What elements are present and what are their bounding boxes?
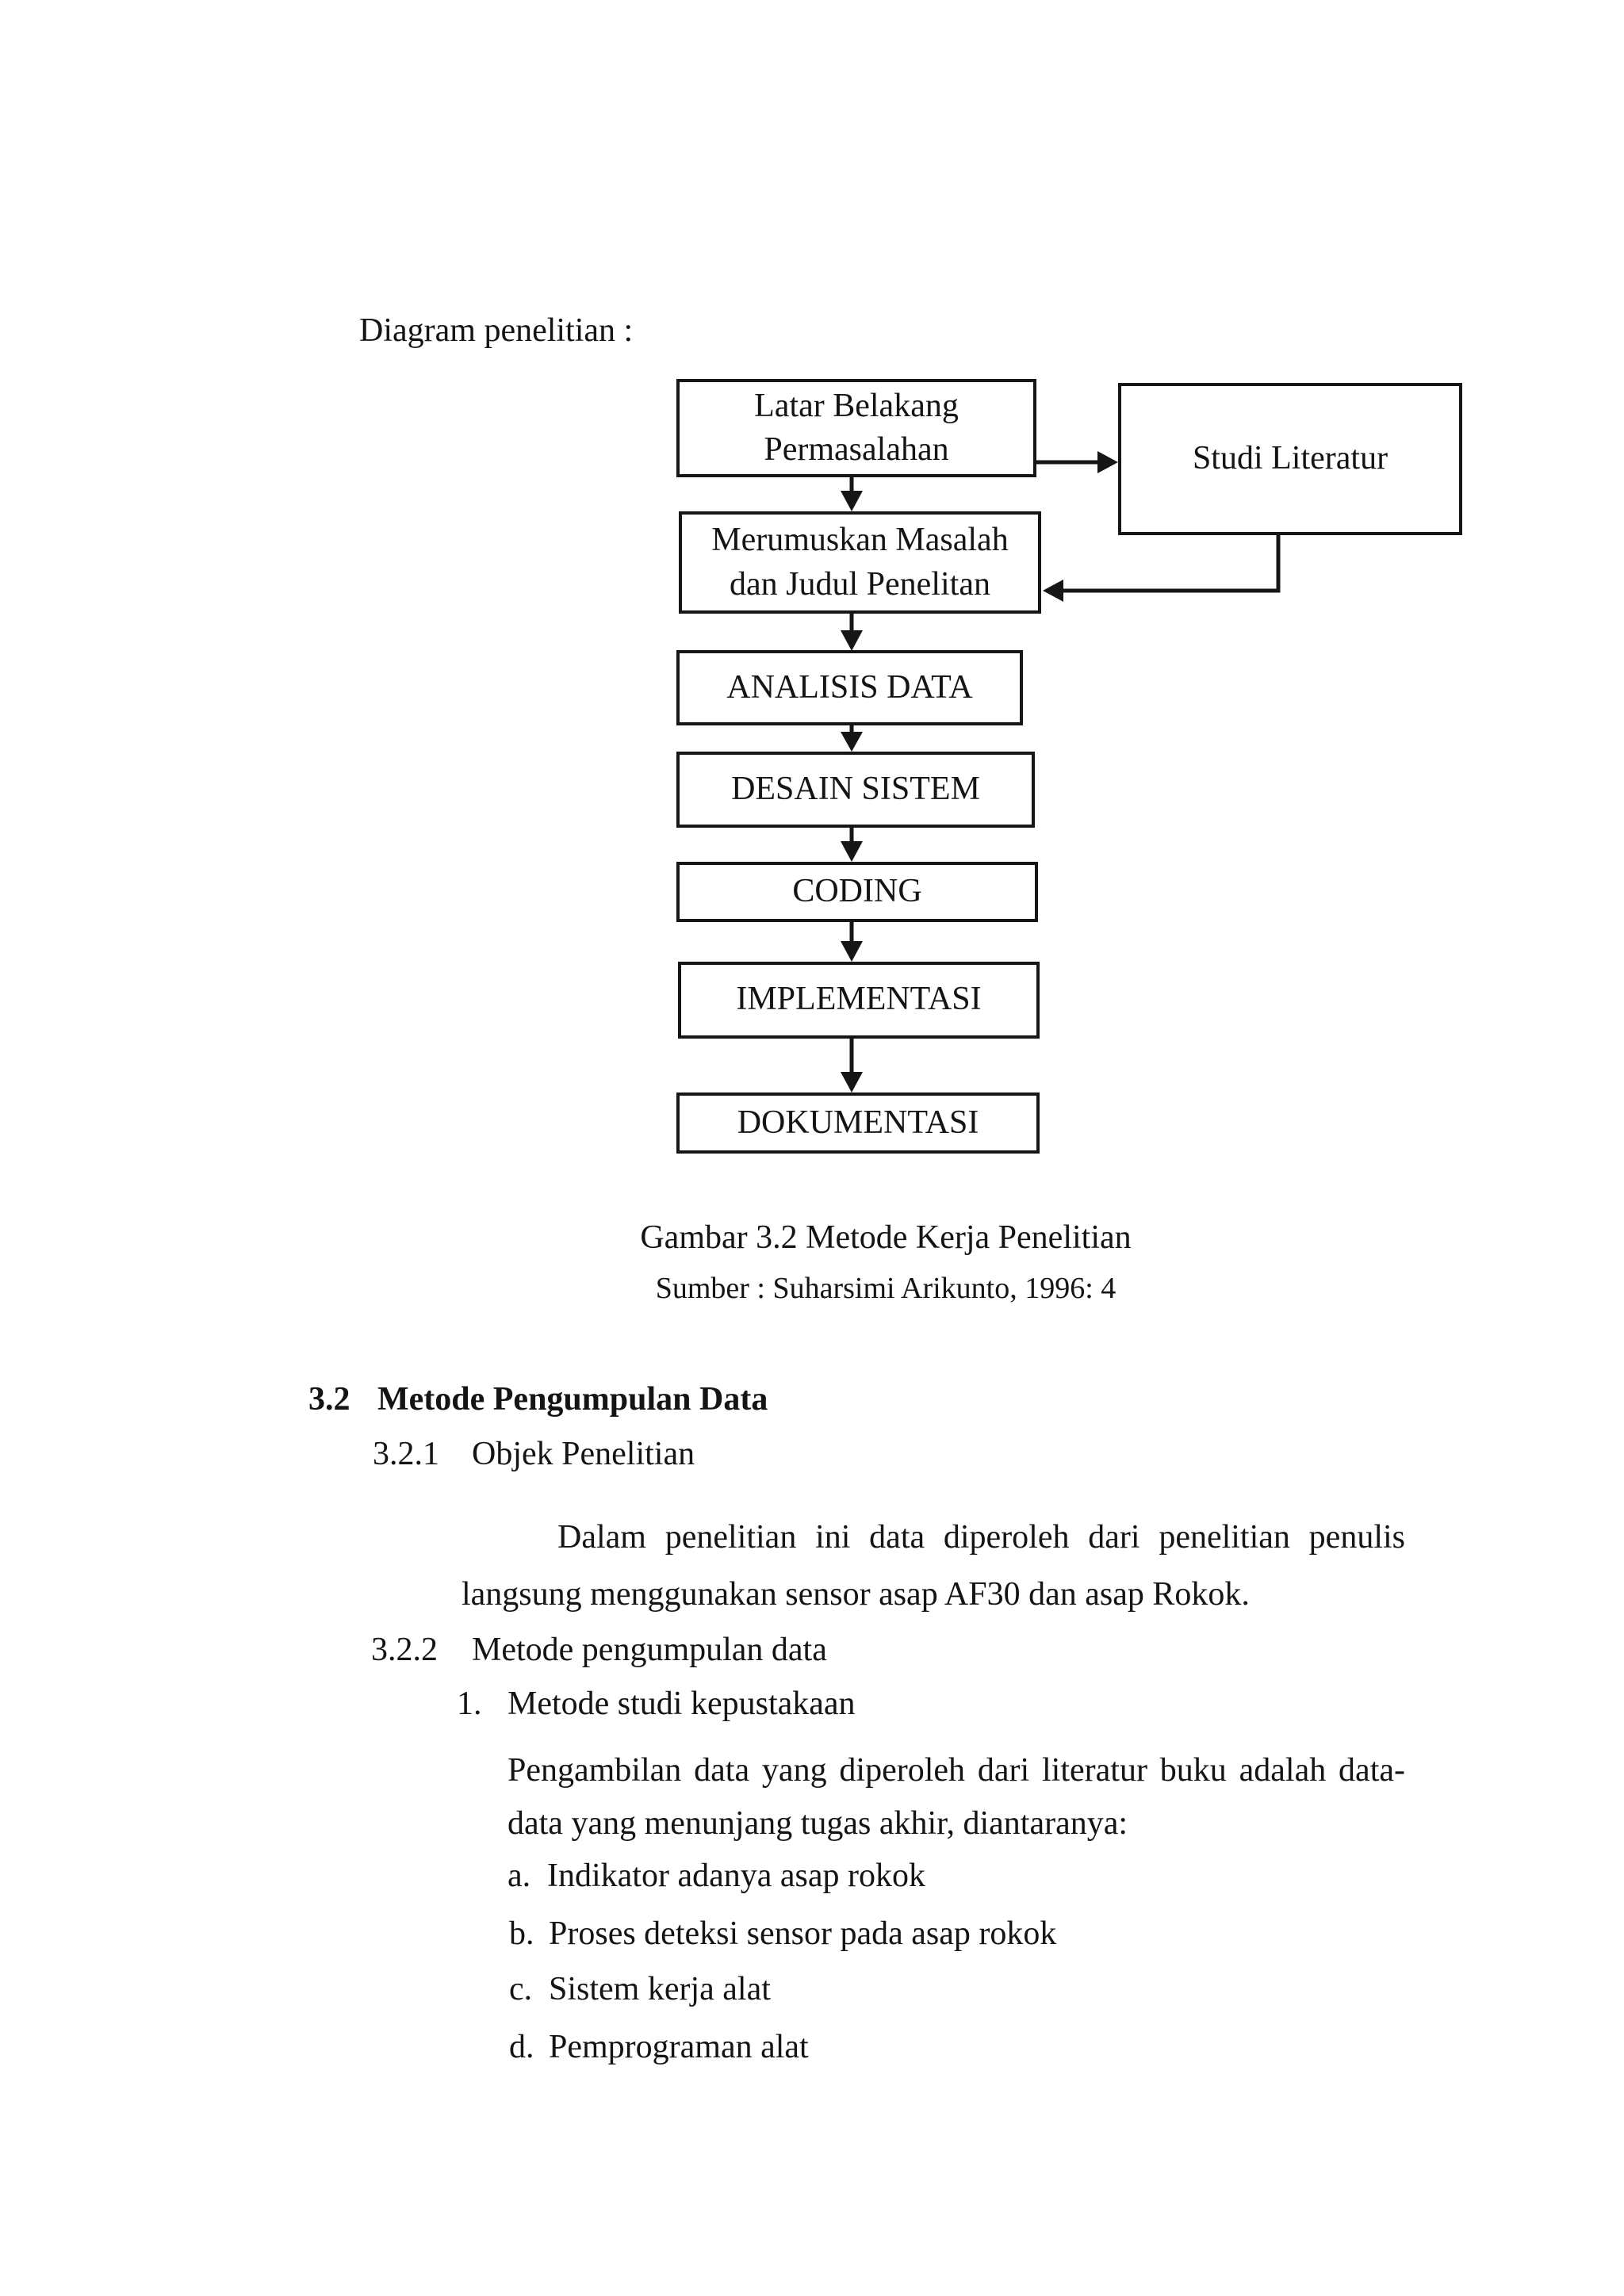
list-item-b: b. Proses deteksi sensor pada asap rokok [509, 1913, 1056, 1955]
subsection-322-title: Metode pengumpulan data [472, 1632, 827, 1668]
list-item-c-text: Sistem kerja alat [549, 1971, 771, 2007]
flow-node-latar-belakang: Latar Belakang Permasalahan [676, 379, 1036, 477]
arrow-merumuskan-to-analisis [841, 614, 863, 651]
paragraph1-line1: Dalam penelitian ini data diperoleh dari… [557, 1519, 1405, 1556]
flow-node-implementasi: IMPLEMENTASI [678, 962, 1040, 1039]
paragraph1-line2: langsung menggunakan sensor asap AF30 da… [462, 1576, 1250, 1613]
subsection-321-title: Objek Penelitian [472, 1436, 695, 1472]
arrow-latar-to-studi [1036, 451, 1118, 473]
subsection-321-heading: 3.2.1 Objek Penelitian [373, 1433, 695, 1475]
list-item-a-text: Indikator adanya asap rokok [547, 1858, 925, 1894]
section-title: Metode Pengumpulan Data [377, 1381, 768, 1418]
subsection-321-number: 3.2.1 [373, 1436, 439, 1472]
figure-caption-title: Gambar 3.2 Metode Kerja Penelitian [640, 1219, 1132, 1256]
section-number: 3.2 [308, 1381, 350, 1418]
list-item-c-letter: c. [509, 1971, 533, 2007]
section-heading: 3.2 Metode Pengumpulan Data [308, 1379, 768, 1421]
arrow-analisis-to-desain [841, 725, 863, 752]
flow-node-merumuskan-masalah: Merumuskan Masalah dan Judul Penelitan [679, 511, 1041, 614]
subsection-322-number: 3.2.2 [371, 1632, 438, 1668]
subsection-322-heading: 3.2.2 Metode pengumpulan data [371, 1629, 827, 1671]
arrow-coding-to-implementasi [841, 922, 863, 962]
flow-node-studi-literatur: Studi Literatur [1118, 383, 1462, 535]
list-item-c: c. Sistem kerja alat [509, 1969, 771, 2011]
flow-node-desain-sistem: DESAIN SISTEM [676, 752, 1035, 828]
list-item-a-letter: a. [508, 1858, 531, 1894]
list-item-d: d. Pemprograman alat [509, 2026, 809, 2068]
list-item-a: a. Indikator adanya asap rokok [508, 1855, 925, 1897]
paragraph2-line1: Pengambilan data yang diperoleh dari lit… [508, 1752, 1405, 1789]
list-item-d-letter: d. [509, 2029, 534, 2065]
numbered-item-1: 1. Metode studi kepustakaan [457, 1683, 856, 1725]
flow-node-coding: CODING [676, 862, 1038, 922]
arrow-studi-return-to-merumuskan [1043, 535, 1281, 602]
list-item-b-text: Proses deteksi sensor pada asap rokok [549, 1915, 1057, 1952]
numbered-item-1-title: Metode studi kepustakaan [508, 1686, 856, 1722]
figure-caption-source: Sumber : Suharsimi Arikunto, 1996: 4 [655, 1272, 1116, 1305]
list-item-d-text: Pemprograman alat [549, 2029, 809, 2065]
paragraph2-line2: data yang menunjang tugas akhir, diantar… [508, 1805, 1128, 1842]
arrow-implementasi-to-dokumentasi [841, 1039, 863, 1093]
arrow-latar-to-merumuskan [841, 477, 863, 511]
flow-node-analisis-data: ANALISIS DATA [676, 650, 1023, 725]
arrow-desain-to-coding [841, 828, 863, 862]
numbered-item-1-number: 1. [457, 1686, 482, 1722]
list-item-b-letter: b. [509, 1915, 534, 1952]
diagram-intro-label: Diagram penelitian : [359, 312, 634, 349]
flow-node-dokumentasi: DOKUMENTASI [676, 1093, 1040, 1154]
